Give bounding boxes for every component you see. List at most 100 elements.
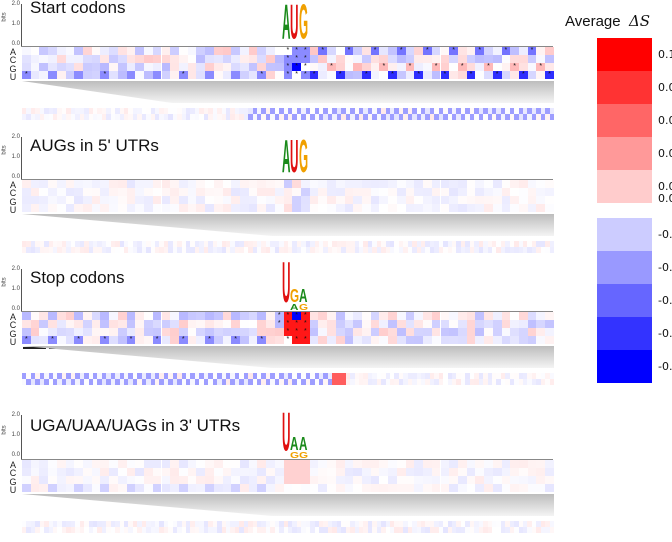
heatmap-cell xyxy=(161,180,171,188)
heatmap-cell xyxy=(266,204,275,212)
strip-cell xyxy=(385,527,390,533)
heatmap-cell: * xyxy=(414,71,424,79)
strip-cell xyxy=(412,373,417,379)
heatmap-cell xyxy=(388,484,397,492)
heatmap-cell: * xyxy=(335,71,345,79)
heatmap-cell xyxy=(545,47,554,55)
heatmap-cell xyxy=(144,55,153,63)
strip-cell xyxy=(536,527,541,533)
strip-cell xyxy=(203,521,209,527)
strip-cell xyxy=(332,114,337,120)
strip-cell xyxy=(358,379,364,385)
row-label-C: C xyxy=(9,320,17,331)
strip-cell xyxy=(239,527,244,533)
strip-cell xyxy=(119,108,124,114)
row-label-A: A xyxy=(9,47,16,57)
strip-cell xyxy=(243,379,249,385)
heatmap-cell: * xyxy=(283,63,293,71)
strip-cell xyxy=(385,247,390,253)
heatmap-cell: * xyxy=(362,71,371,79)
heatmap-cell: * xyxy=(309,71,319,79)
heatmap-cell xyxy=(335,476,345,484)
heatmap-cell xyxy=(135,460,145,468)
strip-cell xyxy=(48,114,54,120)
heatmap-cell xyxy=(301,188,310,196)
heatmap-cell xyxy=(196,47,206,55)
heatmap-cell xyxy=(518,484,528,492)
heatmap-cell xyxy=(379,47,389,55)
heatmap-cell xyxy=(187,63,197,71)
heatmap-cell xyxy=(501,196,511,204)
heatmap-cell xyxy=(466,484,476,492)
heatmap-cell xyxy=(518,196,528,204)
heatmap-cell xyxy=(405,484,415,492)
legend-swatch xyxy=(597,284,652,317)
strip-cell xyxy=(106,379,111,385)
strip-cell xyxy=(221,108,226,114)
strip-cell xyxy=(536,379,541,385)
strip-cell xyxy=(323,521,328,527)
strip-cell xyxy=(274,108,280,114)
strip-cell xyxy=(545,108,550,114)
heatmap-cell xyxy=(65,336,75,344)
strip-cell xyxy=(168,527,173,533)
heatmap-cell xyxy=(152,188,162,196)
heatmap-cell xyxy=(257,468,267,476)
heatmap-cell xyxy=(449,204,458,212)
strip-cell xyxy=(389,241,395,247)
heatmap-cell xyxy=(178,63,188,71)
heatmap-cell xyxy=(222,312,232,320)
heatmap-cell xyxy=(344,460,354,468)
strip-cell xyxy=(248,373,253,379)
strip-cell xyxy=(514,373,519,379)
heatmap-cell xyxy=(135,476,145,484)
heatmap-cell xyxy=(100,468,110,476)
strip-cell xyxy=(425,114,430,120)
strip-cell xyxy=(345,247,351,253)
heatmap-cell xyxy=(475,476,485,484)
strip-cell xyxy=(350,527,355,533)
heatmap-cell xyxy=(22,55,31,63)
strip-cell xyxy=(97,247,102,253)
strip-cell xyxy=(319,114,324,120)
heatmap-cell xyxy=(431,460,441,468)
strip-cell xyxy=(403,521,408,527)
heatmap-cell xyxy=(379,188,389,196)
strip-cell xyxy=(434,114,439,120)
strip-cell xyxy=(288,247,293,253)
strip-cell xyxy=(53,247,58,253)
strip-cell xyxy=(358,521,364,527)
heatmap-cell xyxy=(344,336,354,344)
heatmap-cell xyxy=(440,476,450,484)
strip-cell xyxy=(416,247,421,253)
heatmap-cell xyxy=(135,336,145,344)
strip-cell xyxy=(487,241,492,247)
strip-cell xyxy=(394,373,399,379)
heatmap-cell xyxy=(109,55,118,63)
strip-cell xyxy=(159,114,164,120)
logo-letter: G xyxy=(299,450,309,460)
strip-cell xyxy=(230,521,235,527)
heatmap-cell xyxy=(484,204,493,212)
strip-cell xyxy=(146,527,151,533)
heatmap-cell xyxy=(405,180,415,188)
heatmap-cell xyxy=(440,328,450,336)
heatmap-cell xyxy=(117,476,127,484)
heatmap-cell xyxy=(196,460,206,468)
heatmap-cell xyxy=(248,460,258,468)
heatmap-cell xyxy=(117,196,127,204)
heatmap-cell xyxy=(152,476,162,484)
strip-cell xyxy=(283,373,288,379)
heatmap-cell xyxy=(518,468,528,476)
legend-value: -0.04 xyxy=(658,261,672,274)
heatmap-cell xyxy=(257,63,267,71)
strip-cell xyxy=(39,521,45,527)
strip-cell xyxy=(447,373,453,379)
strip-cell xyxy=(30,521,36,527)
heatmap-cell xyxy=(178,204,188,212)
heatmap-cell xyxy=(91,55,101,63)
heatmap-cell xyxy=(335,460,345,468)
